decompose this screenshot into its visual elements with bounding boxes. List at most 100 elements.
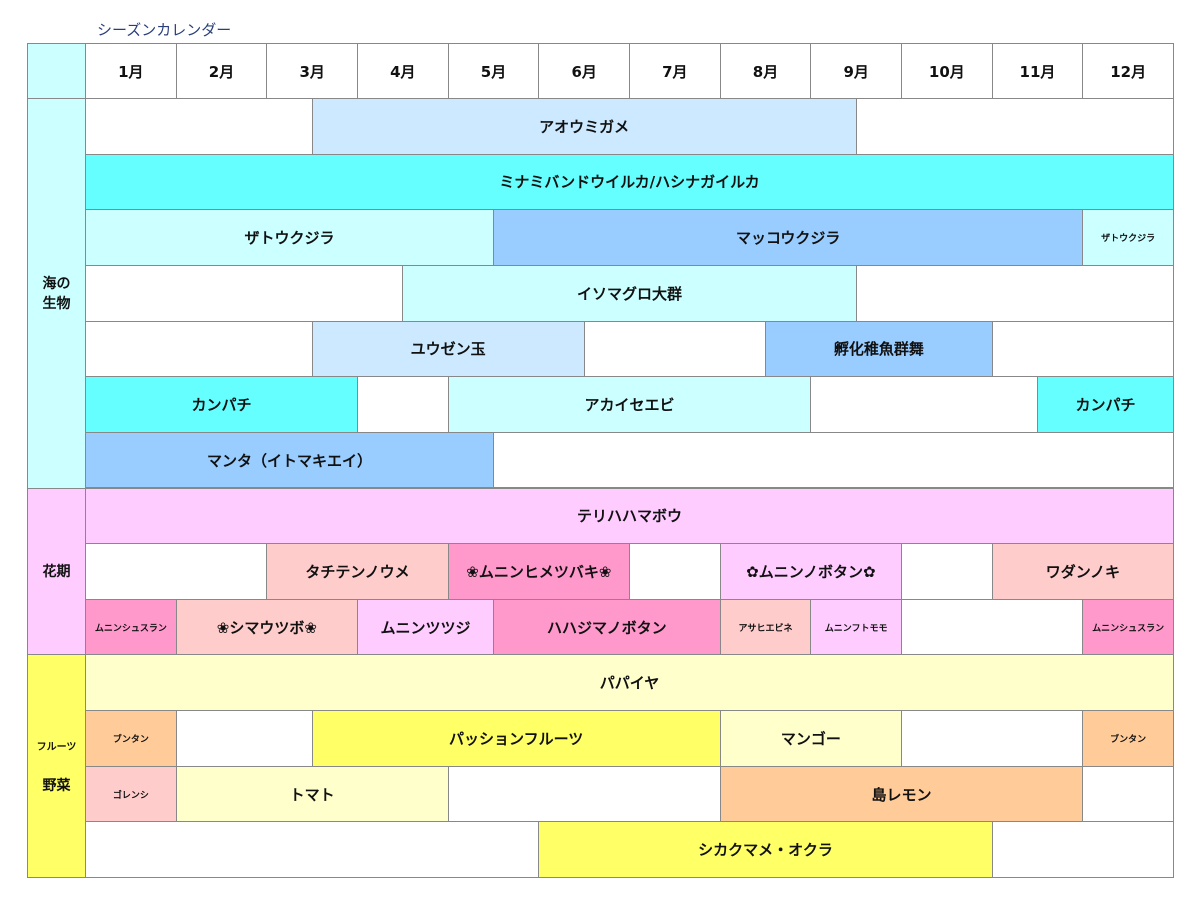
category-sublabel: フルーツ — [36, 741, 77, 753]
season-bar-label: 島レモン — [871, 785, 932, 804]
month-header: 2月 — [175, 43, 268, 99]
month-header: 5月 — [447, 43, 540, 99]
season-bar-label: ❀ムニンヒメツバキ❀ — [466, 562, 612, 581]
category-label: 野菜 — [42, 777, 71, 794]
season-bar-label: タチテンノウメ — [305, 562, 410, 581]
month-header: 9月 — [810, 43, 902, 99]
season-bar: ザトウクジラ — [1082, 209, 1174, 266]
season-bar-label: カンパチ — [191, 396, 252, 415]
season-bar: ムニンシュスラン — [1082, 598, 1174, 656]
season-bar: マッコウクジラ — [493, 209, 1084, 266]
season-bar: アカイセエビ — [447, 376, 812, 433]
season-bar-label: ハハジマノボタン — [547, 618, 667, 637]
page-title: シーズンカレンダー — [97, 21, 232, 39]
month-header: 10月 — [901, 43, 993, 99]
season-bar: カンパチ — [1037, 376, 1174, 433]
season-bar-label: マッコウクジラ — [735, 229, 841, 248]
season-bar: ユウゼン玉 — [311, 320, 585, 378]
season-bar-label: トマト — [289, 785, 335, 804]
month-label: 11月 — [1019, 62, 1056, 81]
season-bar-label: ✿ムニンノボタン✿ — [746, 562, 876, 581]
month-header: 6月 — [538, 43, 630, 99]
month-header: 11月 — [991, 43, 1084, 99]
row-background — [85, 320, 1174, 378]
header-corner — [27, 43, 86, 99]
season-bar: パパイヤ — [85, 654, 1174, 712]
season-bar: ✿ムニンノボタン✿ — [719, 543, 902, 600]
season-bar: ムニンフトモモ — [810, 598, 902, 656]
season-bar-label: マンゴー — [780, 729, 841, 748]
season-bar: シカクマメ・オクラ — [538, 821, 993, 878]
season-bar-label: シカクマメ・オクラ — [698, 841, 833, 860]
month-label: 12月 — [1110, 62, 1147, 81]
season-bar-label: イソマグロ大群 — [576, 284, 682, 303]
month-header: 8月 — [719, 43, 812, 99]
category-label: 海の生物 — [42, 276, 71, 313]
season-bar-label: ムニンシュスラン — [1092, 623, 1165, 634]
season-bar-label: パッションフルーツ — [449, 729, 584, 748]
season-bar-label: ムニンフトモモ — [824, 623, 888, 634]
season-bar: ブンタン — [1082, 710, 1174, 767]
season-bar: ❀シマウツボ❀ — [175, 598, 358, 656]
season-bar-label: ブンタン — [1110, 734, 1147, 745]
season-bar-label: カンパチ — [1075, 396, 1136, 415]
season-bar: ザトウクジラ — [85, 209, 494, 266]
category-1: 花期 — [27, 487, 86, 656]
season-bar-label: ザトウクジラ — [244, 229, 335, 248]
season-bar: ブンタン — [85, 710, 177, 767]
season-bar-label: ザトウクジラ — [1101, 234, 1156, 245]
season-bar-label: パパイヤ — [599, 674, 660, 693]
season-bar-label: ❀シマウツボ❀ — [216, 618, 317, 637]
season-bar: ミナミバンドウイルカ/ハシナガイルカ — [85, 153, 1174, 211]
season-bar-label: ミナミバンドウイルカ/ハシナガイルカ — [499, 173, 760, 192]
season-bar-label: ユウゼン玉 — [410, 340, 486, 359]
season-bar-label: ブンタン — [112, 734, 149, 745]
season-bar: ❀ムニンヒメツバキ❀ — [447, 543, 630, 600]
season-bar-label: ワダンノキ — [1045, 562, 1120, 581]
season-bar-label: テリハハマボウ — [576, 507, 682, 526]
month-header: 12月 — [1082, 43, 1174, 99]
season-bar: ムニンツツジ — [357, 598, 494, 656]
month-header: 1月 — [85, 43, 177, 99]
season-bar: マンタ（イトマキエイ） — [85, 431, 494, 489]
category-0: 海の生物 — [27, 98, 86, 489]
season-bar: ムニンシュスラン — [85, 598, 177, 656]
season-bar-label: アオウミガメ — [539, 117, 630, 136]
month-label: 9月 — [843, 62, 869, 81]
season-bar: イソマグロ大群 — [402, 264, 857, 322]
month-label: 3月 — [299, 62, 325, 81]
season-bar: 島レモン — [719, 765, 1084, 823]
month-label: 4月 — [390, 62, 416, 81]
month-label: 6月 — [571, 62, 597, 81]
month-label: 2月 — [208, 62, 235, 81]
season-bar-label: 孵化稚魚群舞 — [833, 340, 924, 359]
month-header: 7月 — [629, 43, 721, 99]
season-bar-label: ムニンシュスラン — [94, 623, 167, 634]
season-bar-label: アサヒエビネ — [738, 623, 793, 634]
season-bar-label: ムニンツツジ — [380, 618, 471, 637]
month-label: 10月 — [928, 62, 965, 81]
season-bar-label: アカイセエビ — [584, 396, 675, 415]
season-bar: マンゴー — [719, 710, 902, 767]
month-label: 7月 — [662, 62, 688, 81]
month-label: 8月 — [752, 62, 779, 81]
season-bar: パッションフルーツ — [311, 710, 721, 767]
season-bar: カンパチ — [85, 376, 358, 433]
season-bar: アサヒエビネ — [719, 598, 812, 656]
season-bar: 孵化稚魚群舞 — [765, 320, 993, 378]
season-bar: タチテンノウメ — [266, 543, 449, 600]
season-bar: テリハハマボウ — [85, 487, 1174, 545]
season-bar-label: ゴレンシ — [112, 790, 149, 801]
month-header: 4月 — [357, 43, 449, 99]
season-bar-label: マンタ（イトマキエイ） — [206, 451, 372, 470]
category-2: フルーツ野菜 — [27, 654, 86, 878]
month-label: 5月 — [480, 62, 507, 81]
season-bar: ゴレンシ — [85, 765, 177, 823]
season-bar: トマト — [175, 765, 449, 823]
month-label: 1月 — [118, 62, 144, 81]
category-label: 花期 — [42, 564, 71, 581]
season-bar: ハハジマノボタン — [493, 598, 721, 656]
season-bar: アオウミガメ — [311, 98, 857, 155]
season-bar: ワダンノキ — [991, 543, 1174, 600]
month-header: 3月 — [266, 43, 358, 99]
